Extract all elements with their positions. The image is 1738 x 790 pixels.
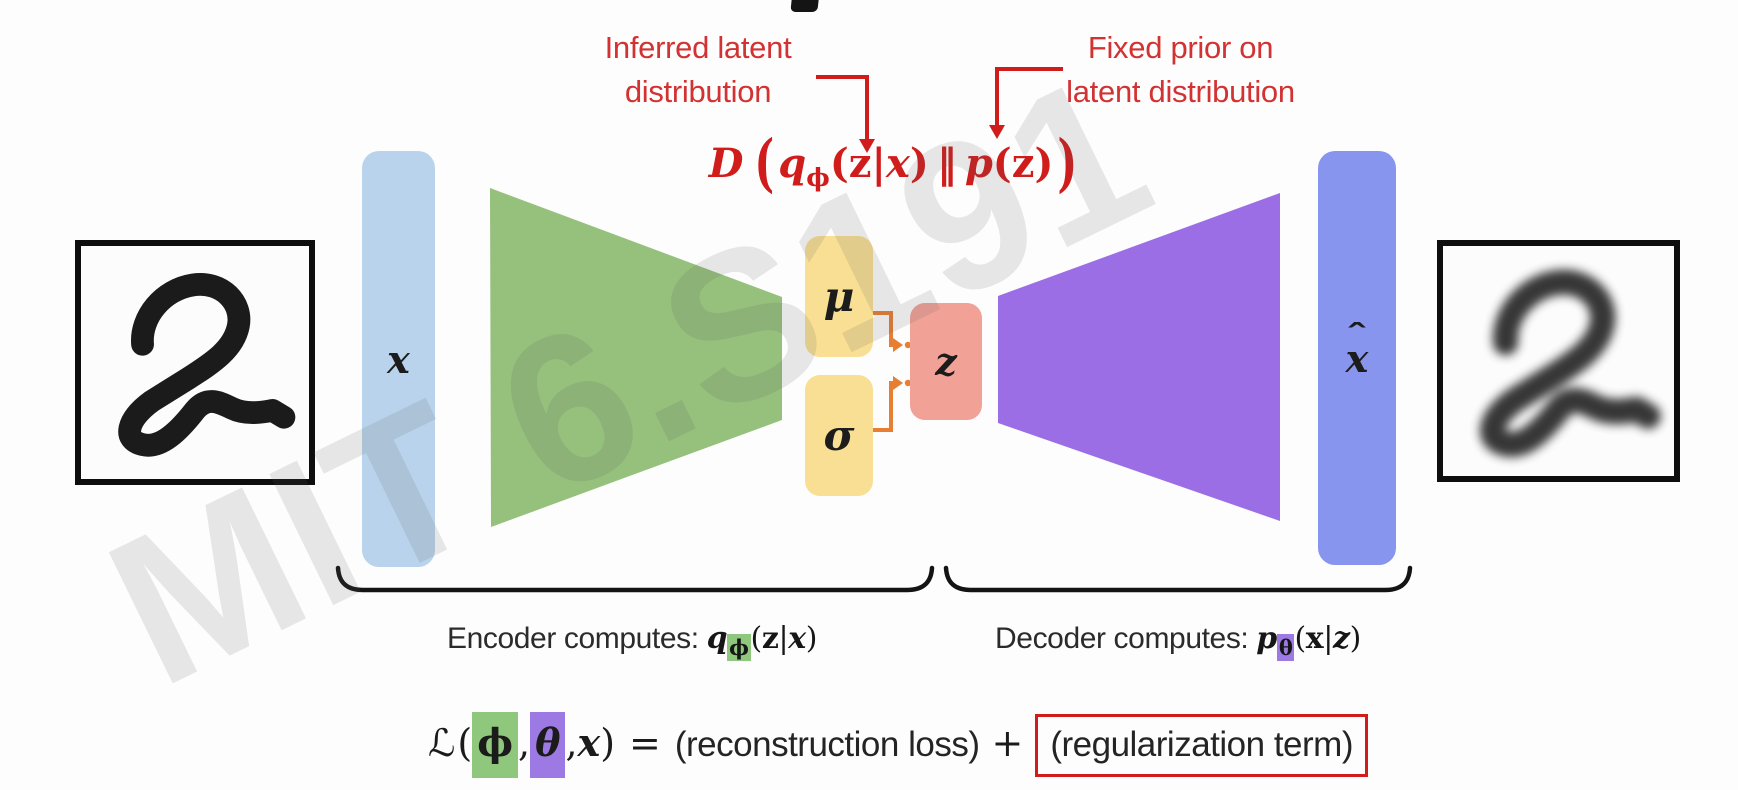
sigma-label: σ (823, 411, 855, 460)
decoder-underbrace (943, 565, 1413, 593)
decoder-z: z (1333, 621, 1350, 656)
loss-open: ( (457, 721, 473, 765)
mu-to-z-connector (871, 311, 895, 347)
encoder-caption: Encoder computes: qϕ(z|x) (382, 621, 882, 661)
decoder-caption: Decoder computes: pθ(x|z) (928, 621, 1428, 661)
loss-regularization-term-box: (regularization term) (1035, 714, 1368, 777)
decoder-open: ( (1294, 621, 1306, 656)
kl-left-paren: ( (754, 125, 775, 200)
handwritten-two-glyph (118, 273, 296, 457)
mu-to-z-arrowhead-icon (893, 338, 903, 352)
loss-equals: = (629, 721, 661, 765)
kl-D: D (708, 140, 744, 187)
kl-q-x: x (886, 140, 910, 187)
inferred-latent-line2: distribution (624, 74, 772, 109)
loss-plus: + (991, 721, 1024, 765)
encoder-caption-text: Encoder computes: (446, 622, 699, 655)
reconstructed-digit-image (1437, 240, 1680, 482)
decoder-p: p (1256, 621, 1277, 656)
encoder-close: ) (805, 621, 818, 656)
inferred-latent-line1: Inferred latent (604, 30, 792, 65)
kl-q-close: ) (909, 140, 929, 187)
kl-q-z: z (848, 140, 872, 187)
input-digit-image (75, 240, 315, 485)
inferred-latent-arrowhead-icon (859, 139, 875, 153)
sigma-to-z-dot (904, 379, 912, 387)
decoder-x: x (1305, 621, 1324, 656)
kl-right-paren: ) (1057, 125, 1078, 200)
sigma-node: σ (805, 375, 873, 496)
kl-q-open: ( (829, 140, 849, 187)
hat-accent: ˆ (1345, 318, 1369, 354)
fixed-prior-pointer-line (995, 67, 1063, 126)
latent-label: z (935, 339, 957, 384)
encoder-x: x (788, 621, 806, 656)
encoder-z: z (761, 621, 779, 656)
loss-close: ) (600, 721, 616, 765)
decoder-trapezoid (998, 193, 1280, 521)
cropped-artifact (790, 0, 819, 12)
mu-to-z-dot (904, 341, 912, 349)
decoder-caption-text: Decoder computes: (995, 622, 1249, 655)
inferred-latent-pointer-line (816, 75, 869, 140)
encoder-q: q (706, 621, 728, 656)
decoder-close: ) (1349, 621, 1362, 656)
loss-x: x (577, 720, 601, 765)
loss-comma1: , (518, 721, 531, 765)
kl-p-close: ) (1034, 140, 1054, 187)
output-label-base: x (1345, 335, 1369, 381)
encoder-trapezoid (490, 188, 782, 527)
sigma-to-z-arrowhead-icon (893, 376, 903, 390)
sigma-to-z-connector (871, 381, 895, 432)
encoder-bar: | (778, 621, 789, 656)
loss-phi-highlight: ϕ (472, 712, 518, 778)
decoder-theta-highlight: θ (1276, 634, 1295, 661)
input-layer-bar: x (362, 151, 435, 567)
mu-label: μ (823, 272, 855, 321)
kl-divergence-formula: D(qϕ(z|x)‖p(z)) (652, 126, 1138, 200)
loss-L: ℒ (428, 721, 456, 765)
loss-reconstruction-term: (reconstruction loss) (674, 725, 980, 764)
fixed-prior-arrowhead-icon (989, 125, 1005, 139)
input-label: x (387, 336, 410, 382)
inferred-latent-annotation: Inferred latent distribution (573, 26, 823, 114)
decoder-bar: | (1323, 621, 1334, 656)
encoder-open: ( (750, 621, 763, 656)
loss-theta-highlight: θ (530, 712, 566, 778)
kl-p-open: ( (992, 140, 1012, 187)
encoder-underbrace (335, 565, 935, 593)
latent-z-node: z (910, 303, 982, 420)
kl-parallel: ‖ (936, 140, 957, 187)
fixed-prior-annotation: Fixed prior on latent distribution (1053, 26, 1308, 114)
fixed-prior-line2: latent distribution (1066, 74, 1295, 109)
kl-p: p (964, 140, 993, 187)
loss-comma2: , (565, 721, 578, 765)
kl-q: q (778, 140, 807, 187)
fixed-prior-line1: Fixed prior on (1087, 30, 1274, 65)
encoder-phi-highlight: ϕ (727, 634, 751, 661)
loss-formula: ℒ(ϕ,θ,x)=(reconstruction loss)+(regulari… (276, 712, 1520, 778)
kl-q-subscript-phi: ϕ (806, 163, 830, 192)
mu-node: μ (805, 236, 873, 357)
kl-q-bar: | (871, 140, 887, 187)
kl-p-z: z (1011, 140, 1035, 187)
blurred-two-glyph (1480, 269, 1661, 458)
